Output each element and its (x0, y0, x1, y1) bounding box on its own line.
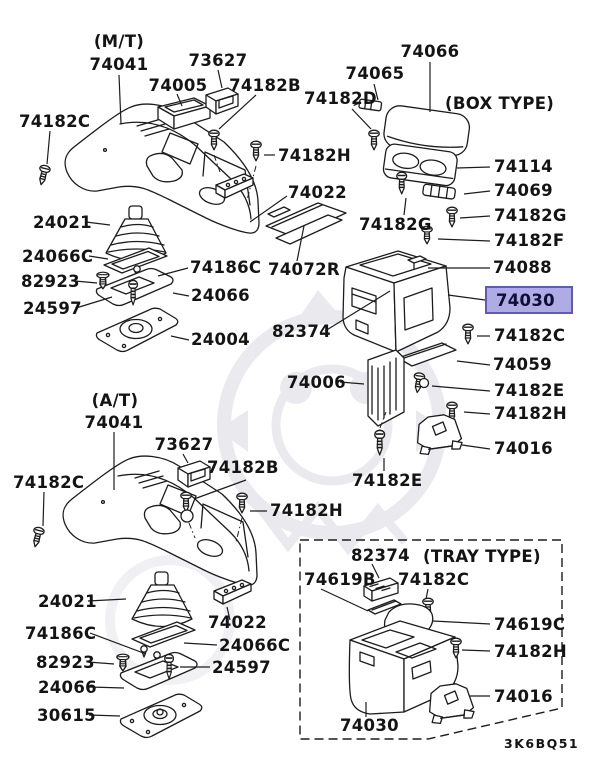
screw-74182c-mt (35, 163, 52, 187)
part-label-74182c-mt: 74182C (19, 112, 90, 131)
variant-label-tray: (TRAY TYPE) (423, 547, 541, 566)
part-label-74005-mt: 74005 (149, 76, 208, 95)
highlighted-part-74030[interactable]: 74030 (485, 286, 573, 314)
variant-label-mt: (M/T) (94, 32, 144, 51)
part-drawing-console-mt (64, 103, 260, 234)
part-drawing-74006 (367, 349, 405, 427)
part-drawing-30615 (119, 693, 203, 739)
part-label-74182h-tray: 74182H (494, 642, 567, 661)
part-label-24066-at: 24066 (38, 678, 97, 697)
part-label-82923-at: 82923 (36, 653, 95, 672)
part-label-24021-mt: 24021 (33, 213, 92, 232)
part-drawing-24021-at (131, 571, 193, 628)
part-label-74016-tray: 74016 (494, 687, 553, 706)
part-label-82374-tray: 82374 (351, 546, 410, 565)
part-label-74182e-upper: 74182E (494, 381, 564, 400)
grommet-74182e (418, 377, 430, 389)
part-label-74182c-tray: 74182C (398, 570, 469, 589)
part-label-74088: 74088 (493, 258, 552, 277)
part-label-74182c-at: 74182C (13, 473, 84, 492)
screw-74182c-box (462, 323, 474, 345)
part-label-24066-mt: 24066 (191, 286, 250, 305)
part-label-74065: 74065 (346, 64, 405, 83)
part-label-73627-mt: 73627 (189, 51, 248, 70)
part-label-74022-mt: 74022 (288, 183, 347, 202)
part-label-74041-at: 74041 (85, 413, 144, 432)
part-label-74186c-mt: 74186C (190, 258, 261, 277)
variant-label-box: (BOX TYPE) (445, 94, 554, 113)
part-label-74182g-lower: 74182G (359, 215, 432, 234)
part-label-74114: 74114 (494, 157, 553, 176)
part-label-74006: 74006 (287, 373, 346, 392)
part-drawing-74005-mt (157, 97, 211, 130)
part-label-74072r: 74072R (268, 260, 340, 279)
part-label-74182b-mt: 74182B (229, 76, 301, 95)
part-drawing-24066-at (119, 651, 198, 691)
diagram-code: 3K6BQ51 (504, 736, 579, 751)
part-label-74186c-at: 74186C (25, 624, 96, 643)
screw-74182c-at (29, 525, 46, 549)
part-label-74182b-at: 74182B (207, 458, 279, 477)
part-label-74066: 74066 (401, 42, 460, 61)
clip-74186c-at (140, 645, 148, 658)
part-drawing-74069 (422, 183, 456, 200)
part-label-74182f: 74182F (494, 231, 564, 250)
part-label-24066c-at: 24066C (219, 636, 290, 655)
part-label-24066c-mt: 24066C (22, 247, 93, 266)
screw-74182d (368, 129, 380, 151)
part-label-82374-mt: 82374 (272, 322, 331, 341)
part-label-74041-mt: 74041 (90, 55, 149, 74)
part-label-74059: 74059 (493, 355, 552, 374)
part-drawing-74072r (265, 202, 347, 245)
tray-type-boundary (299, 539, 563, 740)
highlight-box[interactable] (485, 286, 573, 314)
part-label-74182h-box: 74182H (494, 404, 567, 423)
part-label-24597-at: 24597 (212, 658, 271, 677)
part-drawing-74059 (397, 342, 457, 367)
screw-74182h-mt (250, 140, 262, 162)
part-label-74182c-box: 74182C (494, 326, 565, 345)
part-label-74182h-at: 74182H (270, 501, 343, 520)
part-drawing-24004-mt (95, 307, 179, 353)
screw-74182h-at (236, 492, 248, 514)
part-drawing-74030-box (342, 250, 451, 353)
part-label-74182d: 74182D (304, 89, 377, 108)
part-label-74016-box: 74016 (494, 439, 553, 458)
part-drawing-74619b (367, 599, 402, 615)
part-drawing-74065 (353, 98, 383, 112)
screw-74182g-lower (446, 206, 458, 228)
part-label-74182e-lower: 74182E (352, 471, 422, 490)
screw-74182g-upper (396, 171, 408, 195)
part-label-74619c: 74619C (494, 615, 565, 634)
part-label-74030-box[interactable]: 74030 (496, 291, 555, 310)
part-label-82923-mt: 82923 (21, 272, 80, 291)
part-drawing-74088 (407, 255, 427, 270)
part-drawing-82374-tray (363, 577, 399, 602)
leader-lines (42, 62, 491, 717)
part-label-24004-mt: 24004 (191, 330, 250, 349)
part-label-30615: 30615 (37, 706, 96, 725)
part-label-74030-tray: 74030 (340, 716, 399, 735)
part-label-74069: 74069 (494, 181, 553, 200)
part-label-24021-at: 24021 (38, 592, 97, 611)
part-label-74022-at: 74022 (208, 613, 267, 632)
grommet-74182b-at (180, 509, 194, 523)
part-label-74182g-upper: 74182G (494, 206, 567, 225)
part-label-74182h-mt: 74182H (278, 146, 351, 165)
part-label-74619b: 74619B (304, 570, 376, 589)
part-label-73627-at: 73627 (155, 435, 214, 454)
variant-label-at: (A/T) (92, 391, 139, 410)
part-label-24597-mt: 24597 (23, 299, 82, 318)
